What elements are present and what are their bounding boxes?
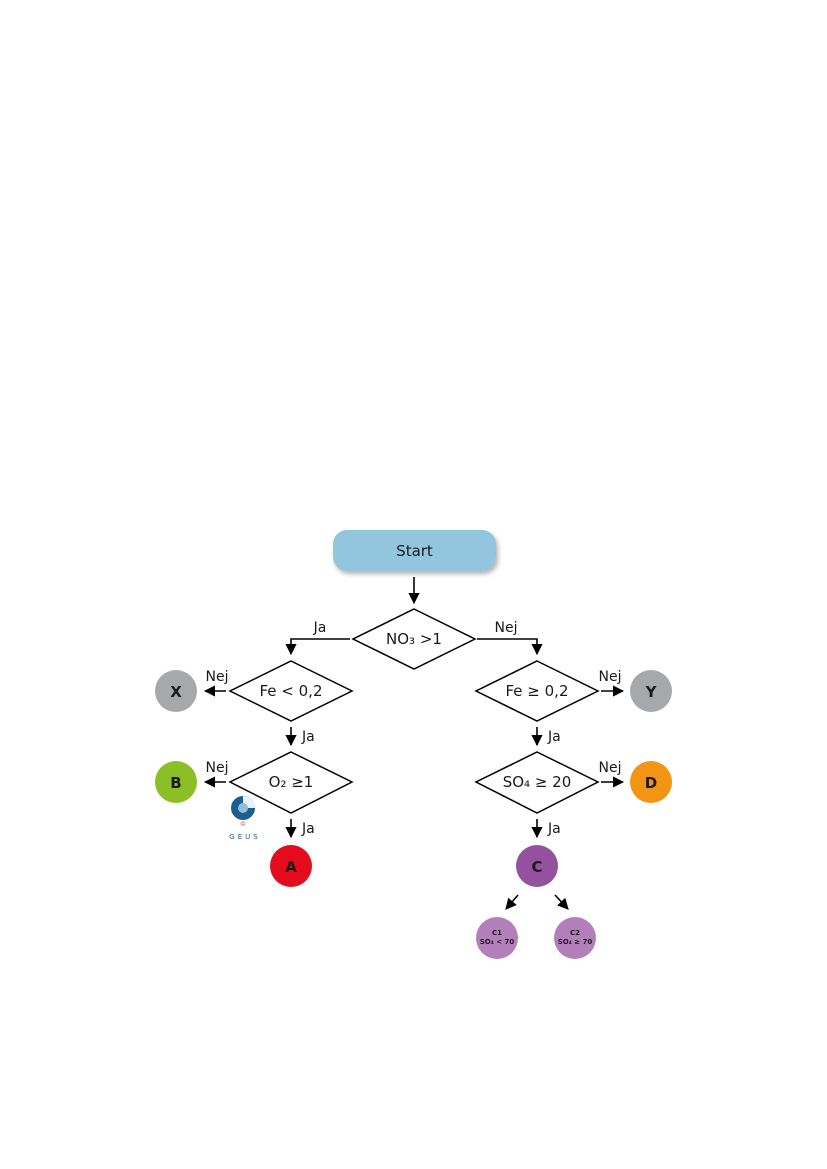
terminal-c1-sub: SO₄ < 70 xyxy=(480,938,515,946)
decision-o2-label: O₂ ≥1 xyxy=(269,773,314,791)
terminal-b-label: B xyxy=(170,774,181,792)
label-fehigh-no: Nej xyxy=(599,669,622,685)
terminal-d: D xyxy=(630,761,672,803)
start-label: Start xyxy=(396,542,433,560)
label-felow-no: Nej xyxy=(206,669,229,685)
decision-no3-label: NO₃ >1 xyxy=(386,630,442,648)
geus-logo-text: GEUS xyxy=(229,833,260,841)
terminal-a: A xyxy=(270,845,312,887)
terminal-y: Y xyxy=(630,670,672,712)
terminal-b: B xyxy=(155,761,197,803)
edge-no3-no xyxy=(477,638,543,656)
terminal-x-label: X xyxy=(170,683,182,701)
edge-c-c2 xyxy=(554,894,569,910)
decision-o2: O₂ ≥1 xyxy=(228,751,354,814)
label-fehigh-yes: Ja xyxy=(547,729,561,745)
terminal-x: X xyxy=(155,670,197,712)
label-o2-no: Nej xyxy=(206,760,229,776)
terminal-c2-sub: SO₄ ≥ 70 xyxy=(558,938,593,946)
label-no3-yes: Ja xyxy=(313,620,327,636)
label-o2-yes: Ja xyxy=(301,821,315,837)
terminal-d-label: D xyxy=(645,774,657,792)
terminal-c1: C1 SO₄ < 70 xyxy=(476,917,518,959)
edge-c-c1 xyxy=(505,894,519,910)
decision-fe-high-label: Fe ≥ 0,2 xyxy=(506,682,569,700)
geus-logo: ♔ GEUS xyxy=(229,796,260,841)
terminal-y-label: Y xyxy=(645,683,658,701)
decision-fe-low-label: Fe < 0,2 xyxy=(260,682,323,700)
decision-no3: NO₃ >1 xyxy=(351,608,477,670)
decision-fe-high: Fe ≥ 0,2 xyxy=(474,660,600,722)
start-node: Start xyxy=(333,530,496,571)
decision-fe-low: Fe < 0,2 xyxy=(228,660,354,722)
decision-so4-label: SO₄ ≥ 20 xyxy=(503,773,572,791)
terminal-c2-label: C2 xyxy=(570,929,580,937)
terminal-c1-label: C1 xyxy=(492,929,502,937)
terminal-c2: C2 SO₄ ≥ 70 xyxy=(554,917,596,959)
decision-so4: SO₄ ≥ 20 xyxy=(474,751,600,814)
label-no3-no: Nej xyxy=(495,620,518,636)
label-so4-no: Nej xyxy=(599,760,622,776)
terminal-a-label: A xyxy=(285,858,297,876)
label-so4-yes: Ja xyxy=(547,821,561,837)
terminal-c: C xyxy=(516,845,558,887)
geus-crown-icon: ♔ xyxy=(240,820,246,828)
edge-no3-yes xyxy=(285,638,350,656)
terminal-c-label: C xyxy=(531,858,542,876)
connectors xyxy=(203,577,625,910)
label-felow-yes: Ja xyxy=(301,729,315,745)
